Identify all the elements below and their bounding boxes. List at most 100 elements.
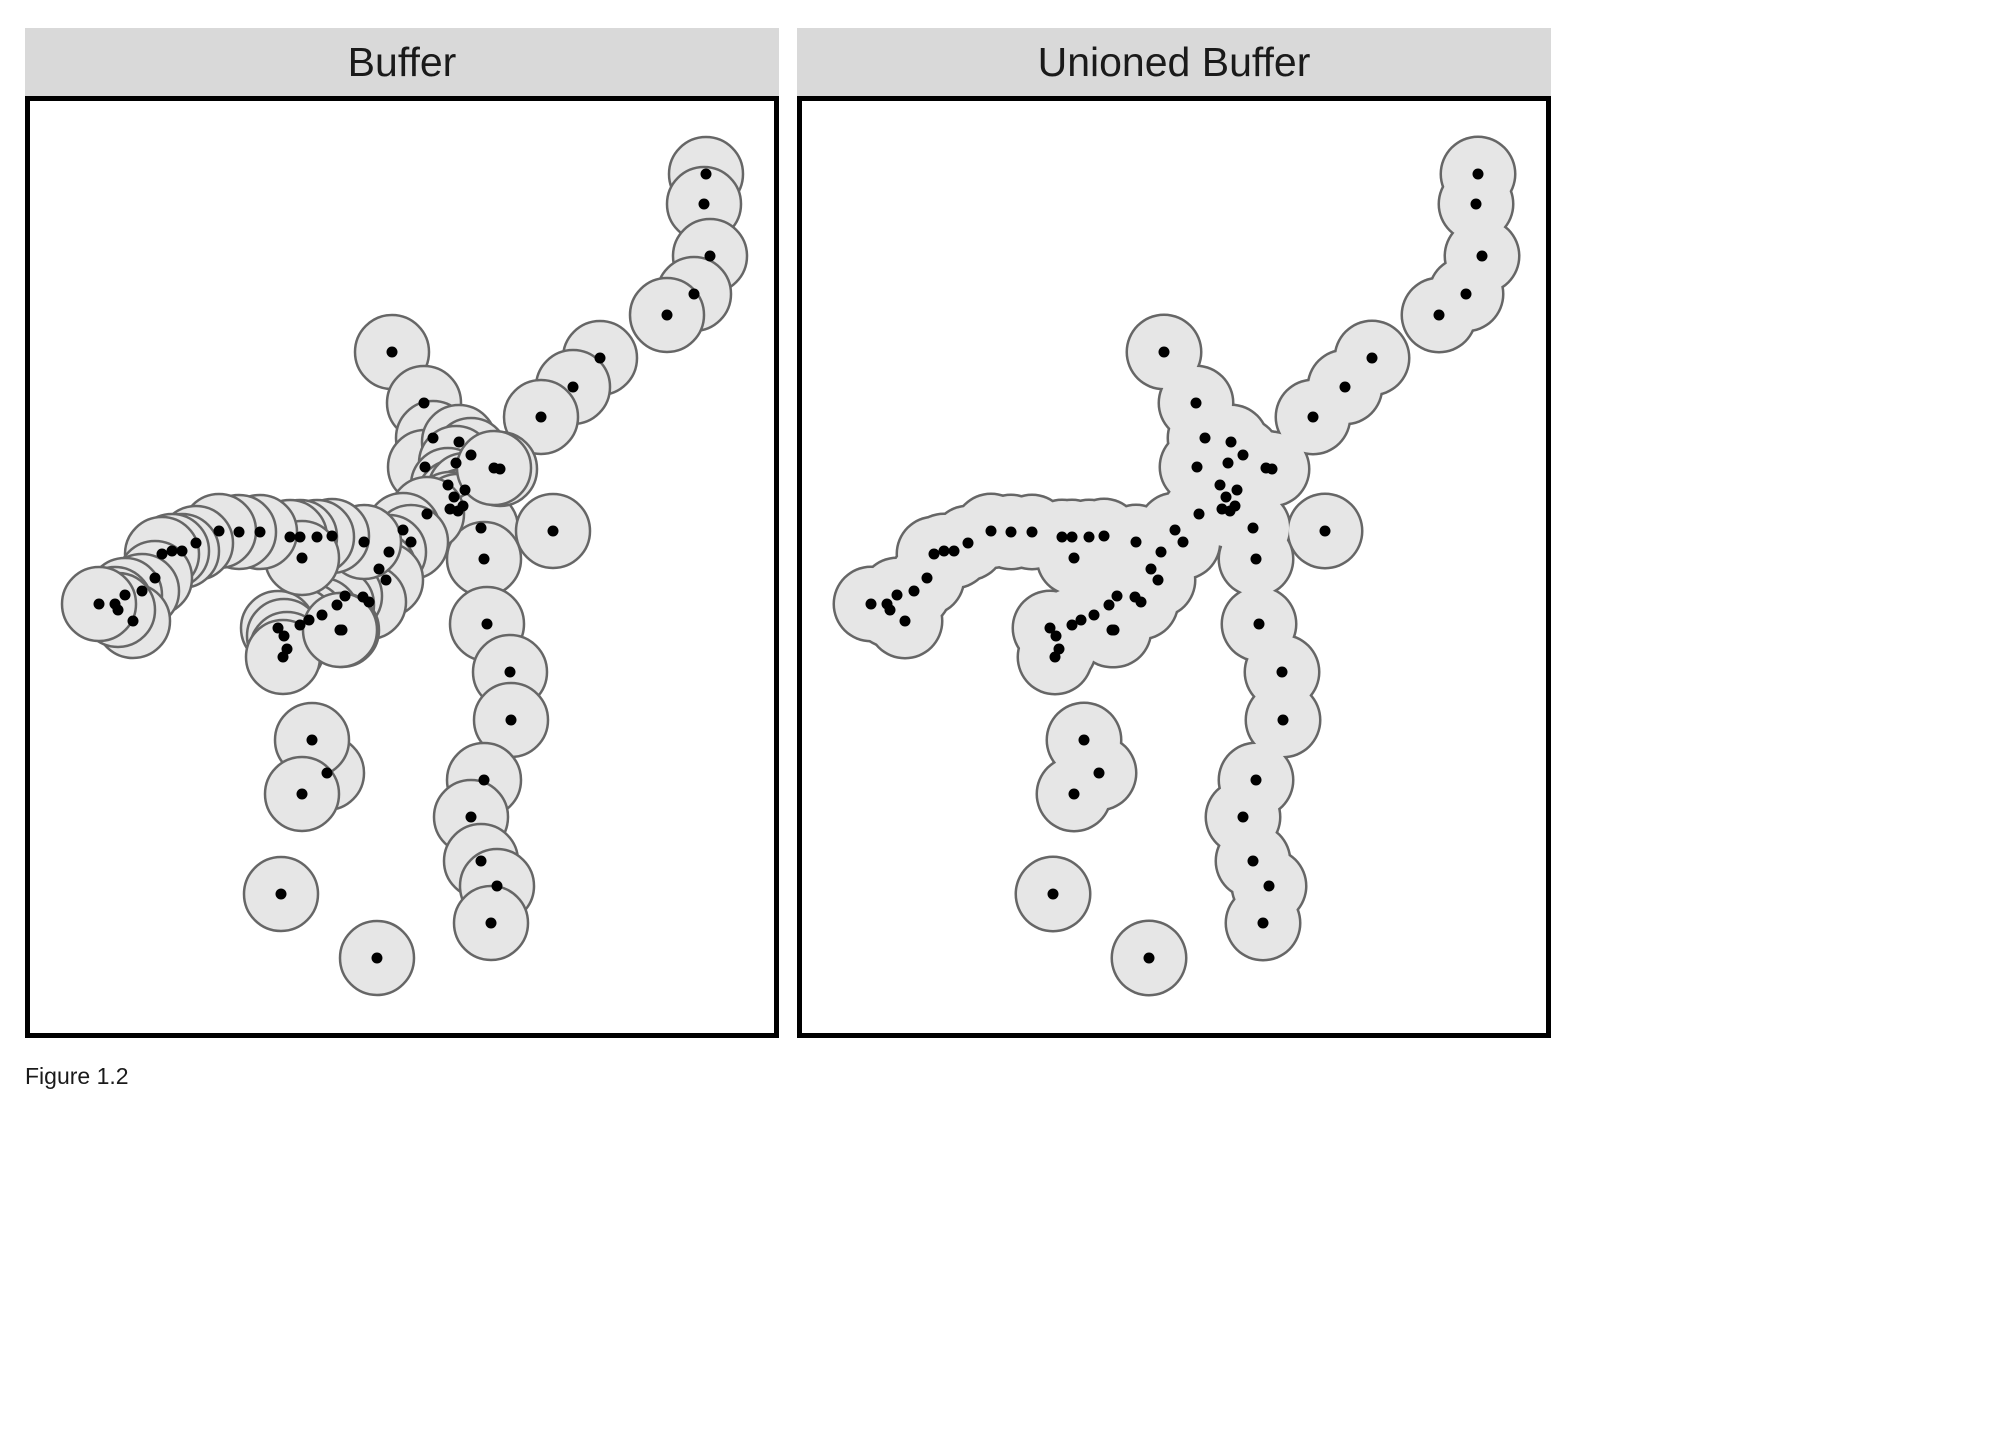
point bbox=[1093, 767, 1105, 779]
point bbox=[1250, 553, 1262, 565]
point bbox=[1214, 479, 1226, 491]
point bbox=[1135, 596, 1147, 608]
point bbox=[156, 548, 168, 560]
point bbox=[296, 788, 308, 800]
point bbox=[1083, 531, 1095, 543]
point bbox=[405, 536, 417, 548]
point bbox=[442, 479, 454, 491]
point bbox=[93, 598, 105, 610]
point bbox=[1078, 734, 1090, 746]
point bbox=[254, 526, 266, 538]
point bbox=[1049, 651, 1061, 663]
point bbox=[1257, 917, 1269, 929]
point bbox=[358, 536, 370, 548]
point bbox=[112, 604, 124, 616]
point bbox=[1220, 491, 1232, 503]
point bbox=[277, 651, 289, 663]
point bbox=[1130, 536, 1142, 548]
point bbox=[928, 548, 940, 560]
point bbox=[921, 572, 933, 584]
point bbox=[475, 855, 487, 867]
point bbox=[1247, 522, 1259, 534]
point bbox=[127, 615, 139, 627]
point bbox=[1260, 462, 1272, 474]
point bbox=[594, 352, 606, 364]
point bbox=[1225, 436, 1237, 448]
point bbox=[985, 525, 997, 537]
unioned-buffer-points bbox=[865, 168, 1488, 964]
point bbox=[1250, 774, 1262, 786]
point bbox=[1476, 250, 1488, 262]
point bbox=[962, 537, 974, 549]
point bbox=[465, 811, 477, 823]
point bbox=[316, 609, 328, 621]
point bbox=[459, 484, 471, 496]
point bbox=[1068, 788, 1080, 800]
panel-title-unioned-buffer: Unioned Buffer bbox=[797, 28, 1551, 96]
point bbox=[1143, 952, 1155, 964]
point bbox=[397, 524, 409, 536]
point bbox=[891, 589, 903, 601]
point bbox=[1145, 563, 1157, 575]
point bbox=[884, 604, 896, 616]
point bbox=[383, 546, 395, 558]
point bbox=[491, 880, 503, 892]
point bbox=[453, 436, 465, 448]
point bbox=[547, 525, 559, 537]
point bbox=[176, 545, 188, 557]
point bbox=[326, 530, 338, 542]
point bbox=[1098, 530, 1110, 542]
point bbox=[1253, 618, 1265, 630]
point bbox=[380, 574, 392, 586]
point bbox=[386, 346, 398, 358]
point bbox=[1068, 552, 1080, 564]
point bbox=[481, 618, 493, 630]
point bbox=[284, 531, 296, 543]
point bbox=[1276, 666, 1288, 678]
point bbox=[1005, 526, 1017, 538]
point bbox=[149, 572, 161, 584]
point bbox=[1066, 619, 1078, 631]
point bbox=[1190, 397, 1202, 409]
buffer-circles bbox=[60, 135, 749, 997]
point bbox=[1460, 288, 1472, 300]
point bbox=[272, 622, 284, 634]
point bbox=[475, 522, 487, 534]
point bbox=[1075, 614, 1087, 626]
figure-caption: Figure 1.2 bbox=[25, 1063, 129, 1089]
point bbox=[1152, 574, 1164, 586]
point bbox=[421, 508, 433, 520]
point bbox=[535, 411, 547, 423]
point bbox=[294, 531, 306, 543]
point bbox=[1222, 457, 1234, 469]
point bbox=[465, 449, 477, 461]
unioned-buffer-panel bbox=[797, 96, 1551, 1038]
point bbox=[294, 619, 306, 631]
point bbox=[1199, 432, 1211, 444]
point bbox=[1106, 624, 1118, 636]
point bbox=[1056, 531, 1068, 543]
point bbox=[303, 614, 315, 626]
point bbox=[1169, 524, 1181, 536]
point bbox=[419, 461, 431, 473]
point bbox=[1472, 168, 1484, 180]
unioned-buffer-shape bbox=[832, 135, 1521, 997]
point bbox=[321, 767, 333, 779]
point bbox=[1237, 449, 1249, 461]
point bbox=[306, 734, 318, 746]
point bbox=[1177, 536, 1189, 548]
buffer-points bbox=[93, 168, 716, 964]
point bbox=[504, 666, 516, 678]
point bbox=[213, 525, 225, 537]
panel-frame-border bbox=[25, 96, 779, 1038]
point bbox=[1047, 888, 1059, 900]
point bbox=[1026, 526, 1038, 538]
point bbox=[698, 198, 710, 210]
point bbox=[450, 457, 462, 469]
point bbox=[371, 952, 383, 964]
point bbox=[865, 598, 877, 610]
point bbox=[948, 545, 960, 557]
point bbox=[1224, 505, 1236, 517]
point bbox=[700, 168, 712, 180]
point bbox=[1191, 461, 1203, 473]
